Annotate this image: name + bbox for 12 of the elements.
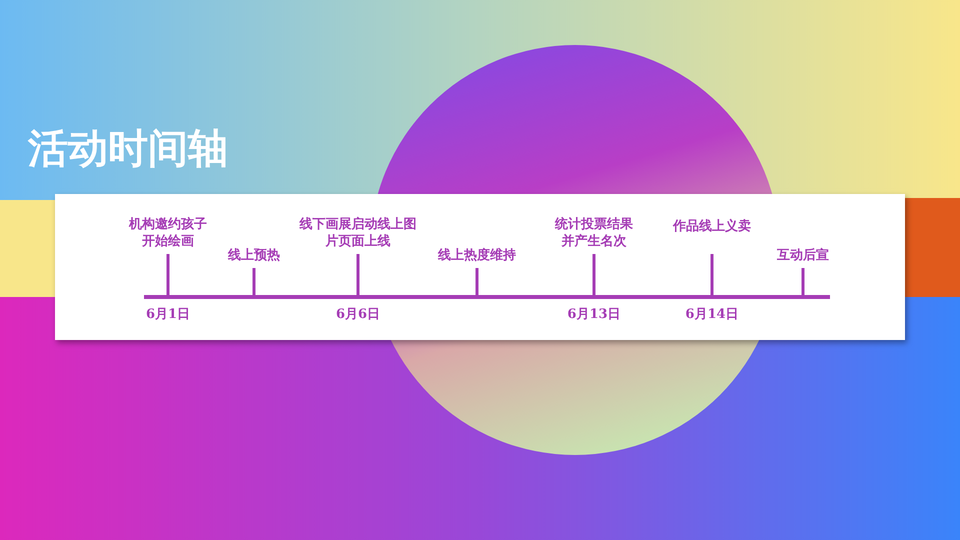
event-label: 作品线上义卖 <box>672 218 752 235</box>
event-label: 线上热度维持 <box>436 247 517 264</box>
event-label: 互动后宣 <box>776 247 830 264</box>
event-label: 机构邀约孩子开始绘画 <box>128 216 208 250</box>
date-label: 6月13日 <box>567 306 621 323</box>
date-label: 6月1日 <box>146 306 190 323</box>
event-label: 统计投票结果并产生名次 <box>554 216 634 250</box>
title: 活动时间轴 <box>28 124 228 174</box>
event-label: 线下画展启动线上图片页面上线 <box>298 216 418 250</box>
date-label: 6月14日 <box>685 306 739 323</box>
date-label: 6月6日 <box>336 306 380 323</box>
event-label: 线上预热 <box>226 247 281 264</box>
